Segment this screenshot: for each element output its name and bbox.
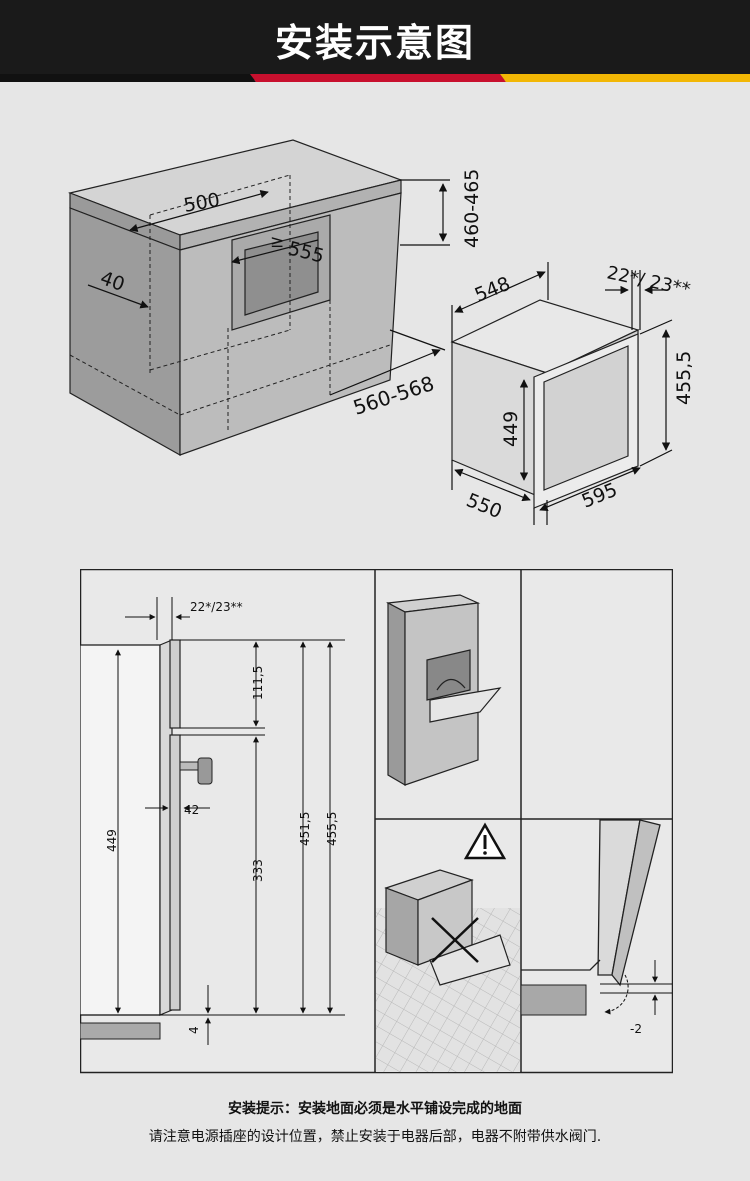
corner-detail-panel: -2 [520,819,672,1036]
dim-550: 550 [463,489,505,523]
tricolor-stripe [0,74,750,82]
page-title: 安装示意图 [274,21,475,65]
side-view-panel: 22*/23** 111,5 451,5 455,5 449 333 42 4 [80,597,345,1045]
dim-449: 449 [500,411,522,447]
header-bar: 安装示意图 [0,0,750,80]
note-line-2: 请注意电源插座的设计位置，禁止安装于电器后部，电器不附带供水阀门. [148,1129,602,1145]
side-dim-4: 4 [187,1026,201,1034]
side-dim-451-5: 451,5 [298,812,312,846]
side-dim-449: 449 [105,829,119,852]
warning-panel [376,822,520,1072]
cabinet-drawing [67,139,404,457]
cabinet-dimension-lines [87,179,450,396]
detail-panels: 22*/23** 111,5 451,5 455,5 449 333 42 4 [80,569,673,1074]
side-dim-333: 333 [251,859,265,882]
note-line-1: 安装提示：安装地面必须是水平铺设完成的地面 [228,1101,522,1117]
tall-cabinet-panel [385,594,502,787]
side-dim-111-5: 111,5 [251,666,265,700]
dim-548: 548 [472,273,514,307]
installation-notes: 安装提示：安装地面必须是水平铺设完成的地面 请注意电源插座的设计位置，禁止安装于… [0,1098,750,1146]
appliance-dimension-lines [451,262,673,525]
cabinet-install-diagram: 500 ≥ 555 40 460-465 560-568 548 22*/ 23… [67,139,695,525]
side-dim-42: 42 [184,803,199,817]
dim-22-23: 22*/ 23** [605,262,692,300]
dim-460-465: 460-465 [461,169,483,248]
dim-555-prefix: ≥ [270,232,284,252]
appliance-drawing [450,299,640,509]
dim-455-5: 455,5 [673,351,695,405]
corner-dim-minus-2: -2 [630,1022,642,1036]
side-dim-22-23: 22*/23** [190,600,243,614]
side-dim-455-5: 455,5 [325,812,339,846]
